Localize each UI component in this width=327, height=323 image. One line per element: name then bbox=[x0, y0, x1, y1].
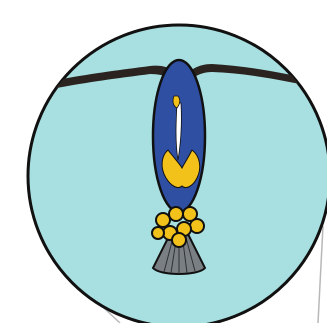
illustration-svg bbox=[0, 0, 327, 323]
zoom-illustration bbox=[0, 0, 327, 323]
